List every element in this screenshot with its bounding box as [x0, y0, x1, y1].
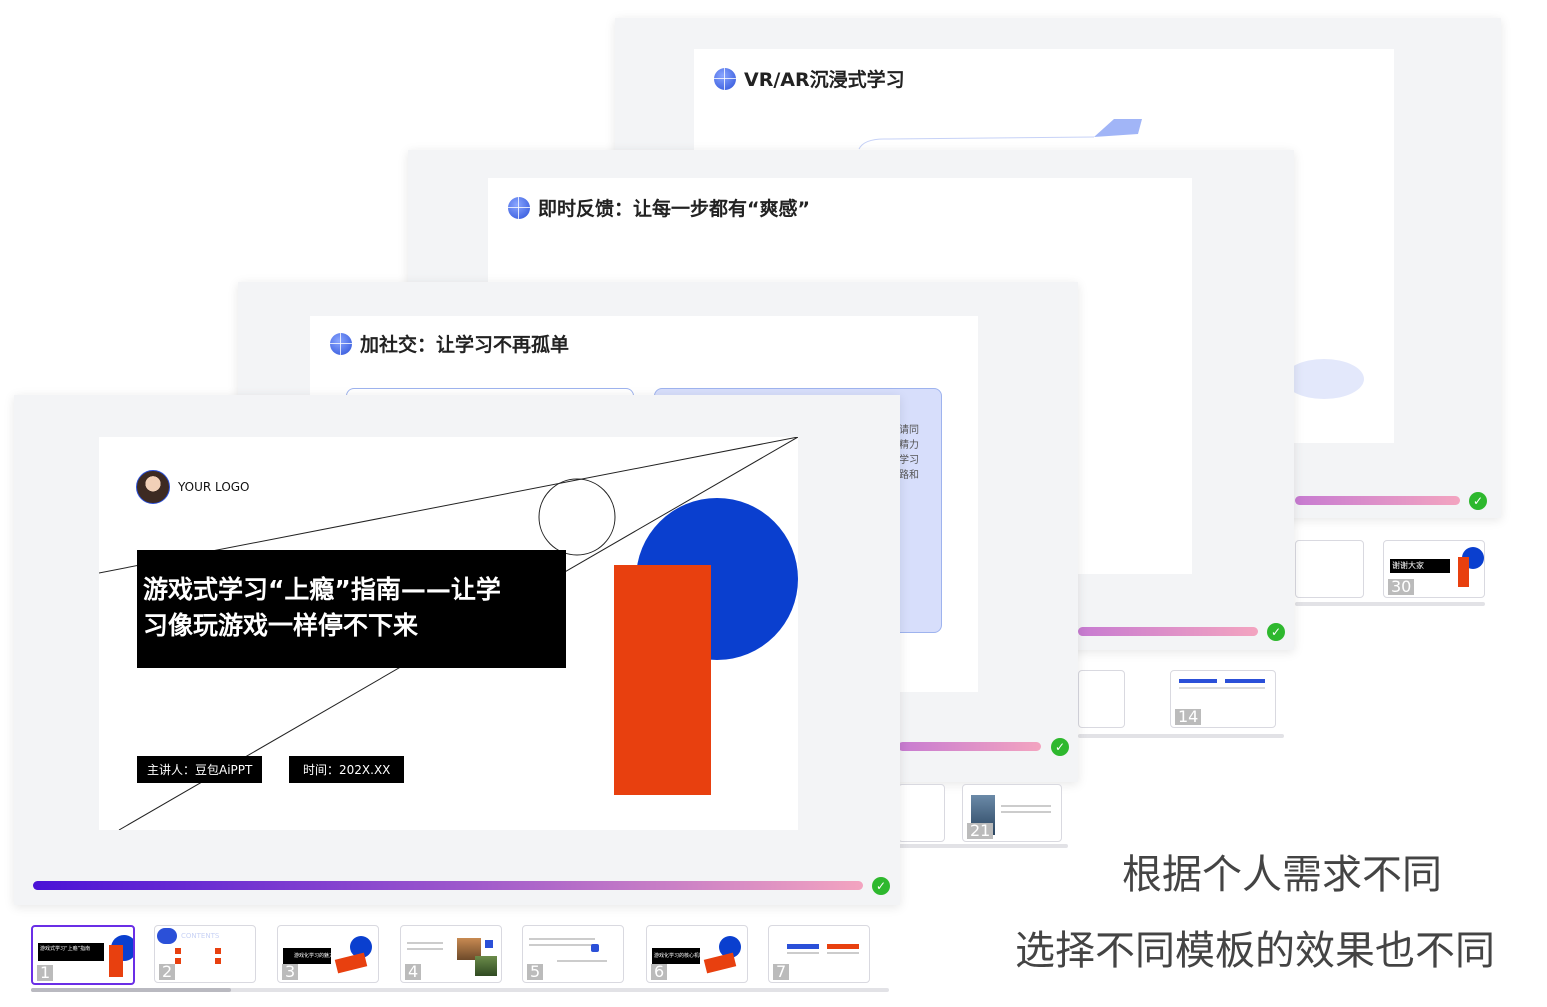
- slide-thumbnail[interactable]: [898, 784, 945, 842]
- thumbnail-number: 7: [773, 964, 790, 980]
- globe-icon: [508, 196, 530, 219]
- title-line: 习像玩游戏一样停不下来: [143, 611, 419, 640]
- time-label: 时间：202X.XX: [289, 756, 405, 783]
- progress-bar: [898, 742, 1041, 751]
- title-slide-preview: YOUR LOGO 游戏式学习“上瘾”指南——让学 习像玩游戏一样停不下来 主讲…: [99, 437, 798, 830]
- slide-thumbnail[interactable]: [1295, 540, 1364, 598]
- globe-icon: [714, 67, 736, 90]
- thumbnail-label: 游戏式学习“上瘾”指南: [40, 946, 91, 952]
- slide-thumbnail-2[interactable]: CONTENTS 2: [154, 925, 256, 983]
- side-text: 学习: [899, 455, 919, 466]
- slide-title: VR/AR沉浸式学习: [714, 65, 905, 92]
- thumbnail-label: 谢谢大家: [1392, 561, 1424, 570]
- side-text: 精力: [899, 440, 919, 451]
- title-block: 游戏式学习“上瘾”指南——让学 习像玩游戏一样停不下来: [137, 550, 566, 668]
- slide-title: 即时反馈：让每一步都有“爽感”: [508, 194, 810, 221]
- slide-thumbnail-5[interactable]: 5: [522, 925, 624, 983]
- caption-line-2: 选择不同模板的效果也不同: [1015, 928, 1495, 974]
- thumbnail-number: 4: [405, 964, 422, 980]
- thumbnail-scrollbar[interactable]: [1295, 602, 1485, 606]
- thumbnail-number: 30: [1388, 579, 1415, 595]
- slide-thumbnail[interactable]: 谢谢大家 30: [1383, 540, 1485, 598]
- progress-bar: [33, 881, 863, 890]
- thumbnail-number: 14: [1175, 709, 1202, 725]
- slide-thumbnail-6[interactable]: 游戏化学习的核心机制 6: [646, 925, 748, 983]
- presenter-label: 主讲人：豆包AiPPT: [137, 756, 263, 783]
- thumbnail-scrollbar-thumb[interactable]: [31, 988, 231, 992]
- thumbnail-number: 6: [651, 964, 668, 980]
- thumbnail-label: CONTENTS: [181, 932, 220, 940]
- thumbnail-label: 游戏化学习的核心机制: [654, 953, 705, 959]
- check-icon: ✓: [872, 877, 890, 895]
- caption-line-1: 根据个人需求不同: [1122, 852, 1442, 898]
- slide-title: 加社交：让学习不再孤单: [330, 330, 569, 357]
- thumbnail-number: 2: [159, 964, 176, 980]
- side-text: 请同: [899, 425, 919, 436]
- thumbnail-number: 3: [282, 964, 299, 980]
- slide-thumbnail-3[interactable]: 游戏化学习的魅力 3: [277, 925, 379, 983]
- progress-bar: [1295, 496, 1460, 505]
- thumbnail-number: 1: [37, 965, 54, 981]
- slide-thumbnail-4[interactable]: 4: [400, 925, 502, 983]
- thumbnail-scrollbar[interactable]: [1078, 734, 1284, 738]
- avatar-icon: [136, 470, 170, 504]
- logo: YOUR LOGO: [136, 470, 250, 504]
- slide-thumbnail[interactable]: 21: [962, 784, 1062, 842]
- decorative-shapes: [858, 119, 1364, 399]
- thumbnail-scrollbar[interactable]: [898, 844, 1068, 848]
- thumbnail-scrollbar-track[interactable]: [31, 988, 889, 992]
- template-preview-card-1[interactable]: YOUR LOGO 游戏式学习“上瘾”指南——让学 习像玩游戏一样停不下来 主讲…: [14, 395, 900, 905]
- slide-thumbnail-7[interactable]: 7: [768, 925, 870, 983]
- side-text: 路和: [899, 470, 919, 481]
- title-line: 游戏式学习“上瘾”指南——让学: [143, 575, 501, 604]
- slide-thumbnail-1[interactable]: 游戏式学习“上瘾”指南 1: [31, 925, 135, 985]
- check-icon: ✓: [1051, 738, 1069, 756]
- globe-icon: [330, 332, 352, 355]
- progress-bar: [1078, 627, 1258, 636]
- thumbnail-number: 21: [967, 823, 994, 839]
- slide-thumbnail[interactable]: [1078, 670, 1125, 728]
- slide-thumbnail[interactable]: 14: [1170, 670, 1276, 728]
- check-icon: ✓: [1267, 623, 1285, 641]
- thumbnail-label: 游戏化学习的魅力: [294, 953, 335, 959]
- check-icon: ✓: [1469, 492, 1487, 510]
- thumbnail-number: 5: [527, 964, 544, 980]
